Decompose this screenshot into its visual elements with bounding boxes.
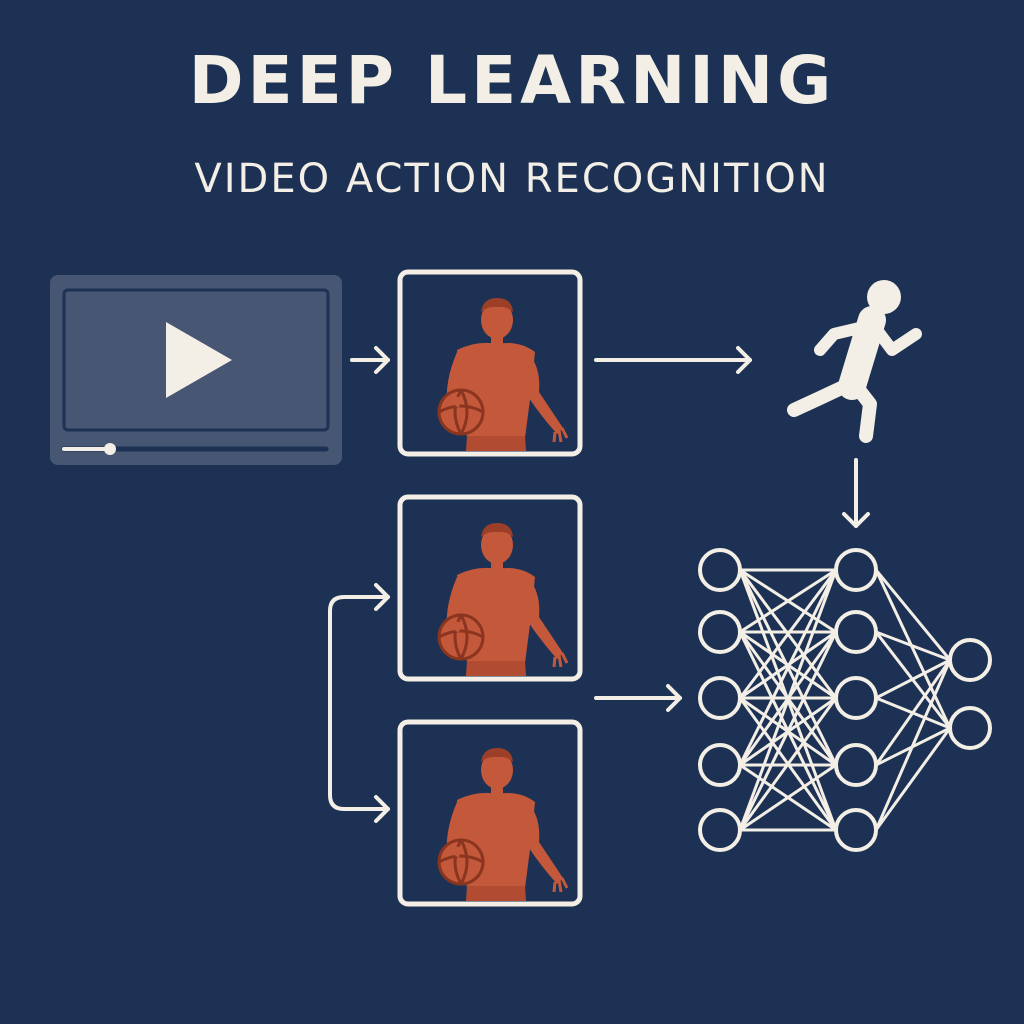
network-connection	[875, 658, 951, 700]
frame-3	[397, 719, 583, 907]
arrow-action-to-network	[842, 458, 870, 528]
arrow-frames-to-network	[594, 684, 682, 712]
video-player-icon	[50, 275, 342, 465]
network-connection	[874, 727, 952, 831]
video-progress-knob	[104, 443, 116, 455]
bracket-arrow-frames	[328, 583, 390, 823]
network-node-layer2-4	[834, 743, 878, 787]
subtitle: VIDEO ACTION RECOGNITION	[194, 156, 830, 202]
network-connection	[738, 631, 838, 831]
network-node-layer2-2	[834, 610, 878, 654]
network-node-layer1-4	[698, 743, 742, 787]
network-node-layer2-1	[834, 548, 878, 592]
network-connection	[738, 569, 838, 831]
network-connection	[874, 659, 952, 831]
network-connection	[875, 630, 951, 662]
network-connection	[738, 697, 838, 831]
arrow-video-to-frame	[350, 346, 390, 374]
arrow-frame-to-action	[594, 346, 752, 374]
network-node-layer2-5	[834, 808, 878, 852]
running-person-icon	[787, 280, 922, 443]
title: DEEP LEARNING	[188, 42, 836, 119]
frame-2	[397, 494, 583, 682]
network-node-layer3-1	[948, 638, 992, 682]
network-connection	[874, 569, 952, 661]
network-node-layer1-1	[698, 548, 742, 592]
network-node-layer1-5	[698, 808, 742, 852]
network-connection	[739, 568, 837, 634]
neural-network-icon	[698, 548, 992, 852]
network-connection	[874, 659, 952, 766]
network-node-layer1-2	[698, 610, 742, 654]
network-connection	[738, 569, 838, 699]
network-connection	[874, 569, 952, 729]
network-node-layer2-3	[834, 676, 878, 720]
play-icon	[166, 322, 232, 398]
network-node-layer1-3	[698, 676, 742, 720]
frame-1	[397, 269, 583, 457]
network-connection	[738, 569, 838, 766]
network-node-layer3-2	[948, 706, 992, 750]
network-connection	[739, 763, 837, 832]
